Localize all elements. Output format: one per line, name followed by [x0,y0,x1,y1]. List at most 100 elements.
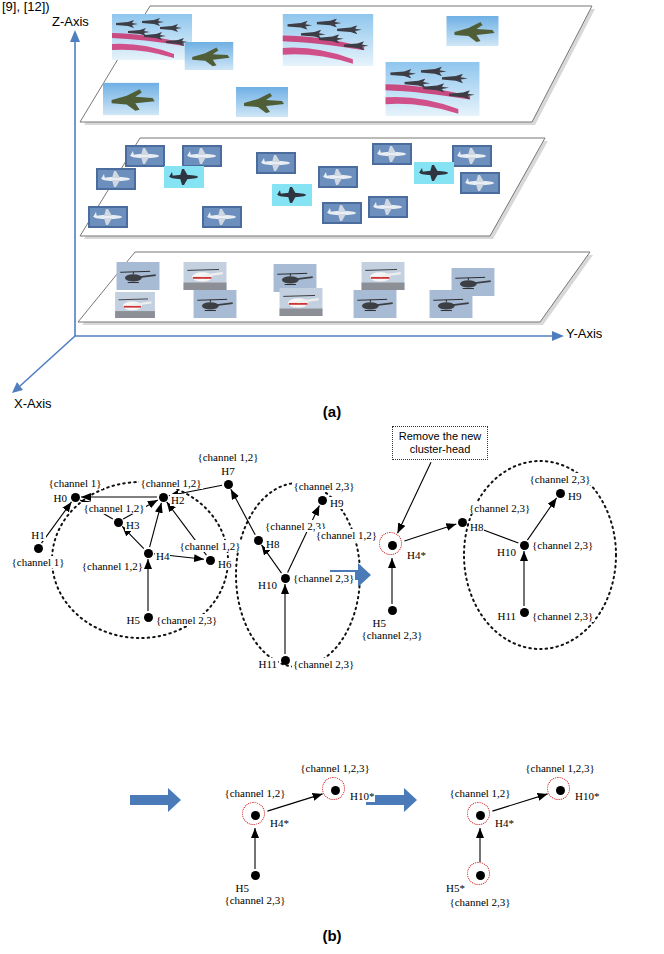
node-dot: H11{channel 2,3} [520,608,529,617]
node-dot: H1{channel 1} [34,544,43,553]
helicopter-image [280,288,323,316]
cluster-head-ring [467,802,490,825]
cluster-outline [52,482,228,638]
axis-label: X-Axis [14,397,52,411]
link-arrow [147,559,148,611]
layer-plane [80,138,545,236]
node-name: H11 [257,658,278,670]
step-arrow [130,788,181,812]
panel-label: (b) [322,928,341,945]
plane-image [372,143,412,165]
node-name: H5 [126,614,141,626]
cluster-head-ring [467,862,490,885]
node-name: H10* [574,790,600,802]
plane-image [460,172,500,194]
node-name: H11 [496,610,517,622]
plane-image [182,145,222,167]
jet-image [185,42,234,70]
axis-label: Z-Axis [52,15,89,29]
link-arrow [527,498,556,540]
node-dot: H5{channel 2,3} [251,871,260,880]
node-dot: H10{channel 2,3} [281,574,290,583]
node-name: H0 [53,492,68,504]
channel-set: {channel 2,3} [531,610,594,622]
channel-set: {channel 1,2} [196,451,259,463]
cluster-head-dot: H10*{channel 1,2,3} [331,786,340,795]
plane-image [125,145,165,167]
channel-set: {channel 1,2} [223,787,286,799]
layer-plane [80,6,592,122]
link-arrow [398,462,432,533]
cluster-head-ring [379,532,402,555]
jet-image [283,14,373,66]
channel-set: {channel 1,2} [448,787,511,799]
plane-image [368,196,408,218]
cluster-outline [236,483,360,667]
node-name: H10 [257,579,278,591]
plane-image [322,202,362,224]
node-dot: H7{channel 1,2} [224,480,233,489]
node-name: H7 [220,465,235,477]
link-arrow [150,503,162,547]
node-name: H8 [469,521,484,533]
helicopter-image [184,262,227,290]
cluster-head-ring [322,777,345,800]
x-axis [20,336,75,386]
link-arrow [254,828,255,869]
node-name: H10* [349,790,375,802]
cluster-outline [464,461,616,649]
jet-image [236,87,288,117]
channel-set: {channel 1,2,3} [524,762,596,774]
helicopter-image [354,290,397,318]
jet-image [447,16,499,46]
callout-text: Remove the new cluster-head [397,430,483,456]
node-name: H4* [269,817,290,829]
axis-head [552,331,564,341]
node-name: H9 [329,497,344,509]
jet-image [386,62,480,116]
channel-set: {channel 2,3} [468,502,531,514]
link-arrow [391,558,392,604]
node-name: H4* [494,817,515,829]
node-dot: H9{channel 2,3} [556,489,565,498]
channel-set: {channel 2,3} [360,629,423,641]
plane-image [88,206,128,228]
channel-set: {channel 1} [48,477,103,489]
cluster-head-dot: H4*{channel 1,2} [388,541,397,550]
node-name: H5* [445,882,466,894]
node-name: H4* [406,549,427,561]
node-dot: H8{channel 2,3} [254,536,263,545]
node-name: H5 [235,882,250,894]
channel-set: {channel 2,3} [448,896,511,908]
node-name: H2 [170,494,185,506]
node-name: H8 [265,538,280,550]
node-name: H6 [217,558,232,570]
node-dot: H0{channel 1} [71,493,80,502]
node-name: H3 [125,519,140,531]
link-arrow [81,496,157,497]
link-arrow [42,502,72,543]
node-name: H4 [155,550,170,562]
node-dot: H11{channel 2,3} [281,656,290,665]
plane-image [414,162,454,184]
helicopter-image [117,262,160,290]
channel-set: {channel 2,3} [292,480,355,492]
channel-set: {channel 1,2} [139,477,202,489]
helicopter-image [274,264,317,292]
callout-box: Remove the new cluster-head [392,426,488,460]
channel-set: {channel 2,3} [531,539,594,551]
node-name: H5 [372,617,387,629]
node-name: H1 [30,529,45,541]
plane-image [164,166,204,188]
cluster-head-dot: H4*{channel 1,2} [476,811,485,820]
axis-label: [9], [12]) [2,0,50,14]
layer-plane [78,252,590,322]
channel-set: {channel 1,2} [81,560,144,572]
node-name: H9 [567,490,582,502]
node-dot: H3{channel 1,2} [114,518,123,527]
panel-label: (a) [323,404,341,421]
z-axis [74,38,76,336]
helicopter-image [115,292,155,318]
node-dot: H4{channel 1,2} [144,549,153,558]
